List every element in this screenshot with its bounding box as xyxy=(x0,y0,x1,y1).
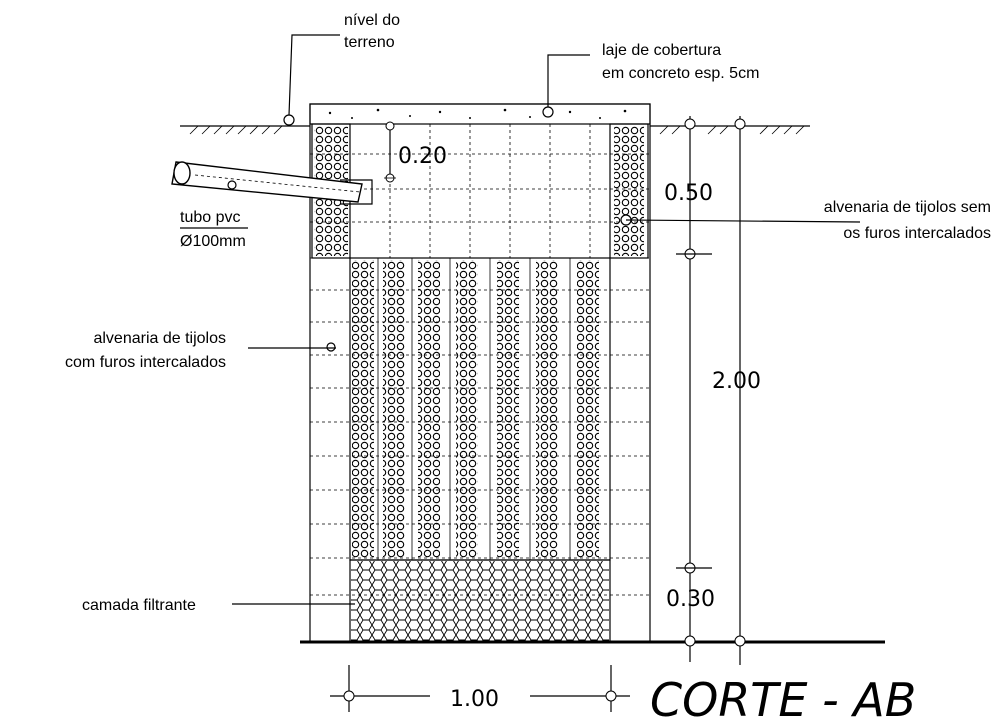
ground-level-label-1: nível do xyxy=(344,12,400,29)
dim-050: 0.50 xyxy=(664,181,713,206)
pipe-label-2: Ø100mm xyxy=(180,233,246,250)
ground-level-label-2: terreno xyxy=(344,34,395,51)
masonry-solid-label-2: os furos intercalados xyxy=(843,225,991,242)
dim-200: 2.00 xyxy=(712,369,761,394)
dim-100: 1.00 xyxy=(450,687,499,712)
filter-layer xyxy=(349,559,611,643)
leader-markers xyxy=(227,106,632,352)
filter-layer-label: camada filtrante xyxy=(82,597,196,614)
leader-lines xyxy=(180,34,861,605)
perforated-masonry xyxy=(349,257,611,561)
masonry-holes-label-1: alvenaria de tijolos xyxy=(93,330,226,347)
masonry-holes-label-2: com furos intercalados xyxy=(65,354,226,371)
upper-wall-right xyxy=(609,123,649,259)
cover-slab-label-1: laje de cobertura xyxy=(602,42,721,59)
section-title: CORTE - AB xyxy=(650,673,916,725)
cover-slab xyxy=(309,103,651,125)
pipe-label-1: tubo pvc xyxy=(180,209,240,226)
dim-030: 0.30 xyxy=(666,587,715,612)
pvc-pipe xyxy=(171,161,373,205)
dim-020: 0.20 xyxy=(398,144,447,169)
masonry-solid-label-1: alvenaria de tijolos sem xyxy=(824,199,991,216)
cover-slab-label-2: em concreto esp. 5cm xyxy=(602,65,759,82)
dimension-lines xyxy=(330,116,746,712)
